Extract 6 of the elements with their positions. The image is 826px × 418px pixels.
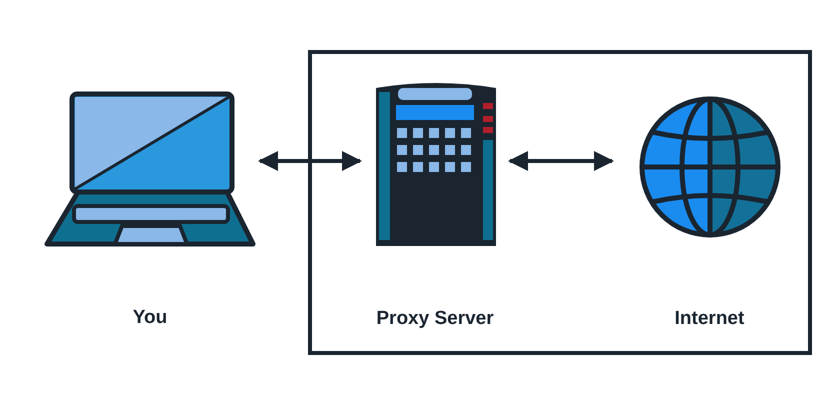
double-arrow (508, 151, 614, 171)
node-label: You (132, 307, 168, 329)
double-arrow (258, 151, 362, 171)
node-label: Internet (674, 308, 746, 330)
frame-box (308, 50, 812, 355)
node-label: Proxy Server (375, 308, 495, 330)
